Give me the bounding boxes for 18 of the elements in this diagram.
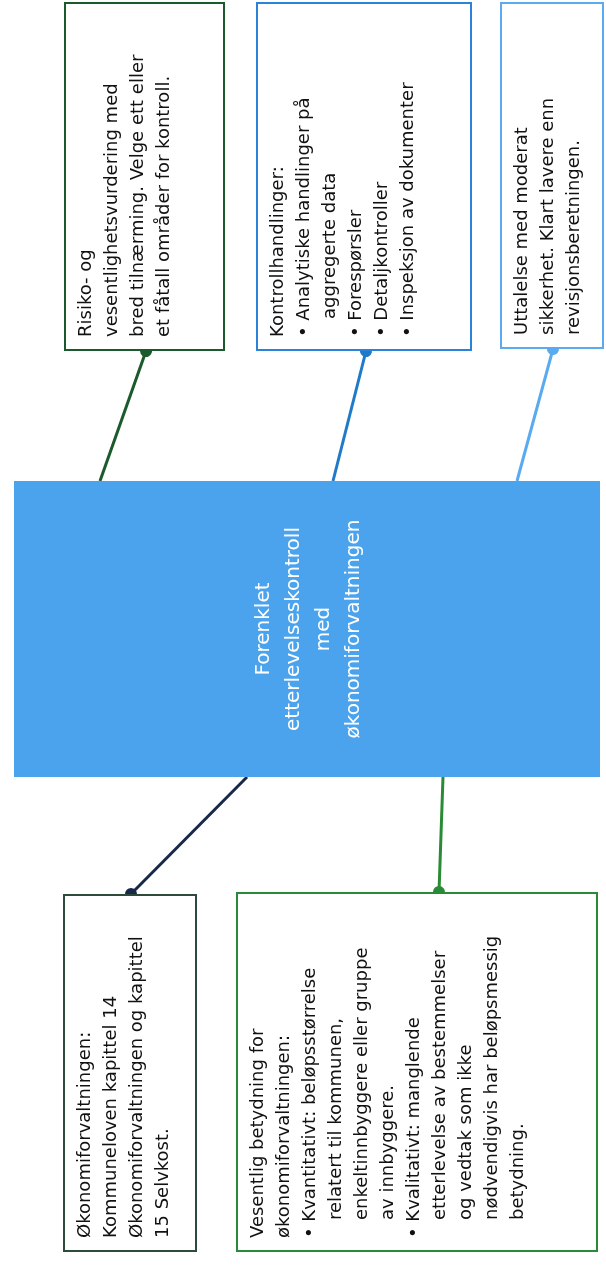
bullet-item: • Analytiske handlinger på aggregerte data <box>291 96 340 337</box>
text-box <box>256 2 472 351</box>
box-text: Økonomiforvaltningen: Kommuneloven kapittel 14 Økonomiforvaltningen og kapittel 15 Selvkost. <box>72 936 173 1238</box>
box-title: Forenklet etterlevelseskontroll med økonomiforvaltningen <box>249 519 365 739</box>
box-text: Risiko- og vesentlighetsvurdering med bred tilnærming. Velge ett eller et fåtall områder for kontroll. <box>73 53 174 337</box>
list-heading: Vesentlig betydning for økonomiforvaltningen: <box>245 1027 294 1238</box>
text-box <box>500 2 604 349</box>
bullet-item: • Inspeksjon av dokumenter <box>395 81 418 337</box>
text-box <box>63 894 197 1252</box>
process-box <box>14 481 600 777</box>
text-box <box>236 892 598 1252</box>
bullet-item: • Kvantitativt: beløpsstørrelse relatert til kommunen, enkeltinnbyggere eller gruppe av innbyggere. <box>297 946 398 1238</box>
list-heading: Kontrollhandlinger: <box>265 165 288 337</box>
text-box <box>64 2 225 351</box>
bullet-item: • Kvalitativt: manglende etterlevelse av bestemmelser og vedtak som ikke nødvendigvis har beløpsmessig betydning. <box>401 934 528 1238</box>
box-text: Uttalelse med moderat sikkerhet. Klart lavere enn revisjonsberetningen. <box>509 96 584 335</box>
bullet-item: • Forespørsler <box>343 208 366 337</box>
bullet-item: • Detaljkontroller <box>369 180 392 337</box>
